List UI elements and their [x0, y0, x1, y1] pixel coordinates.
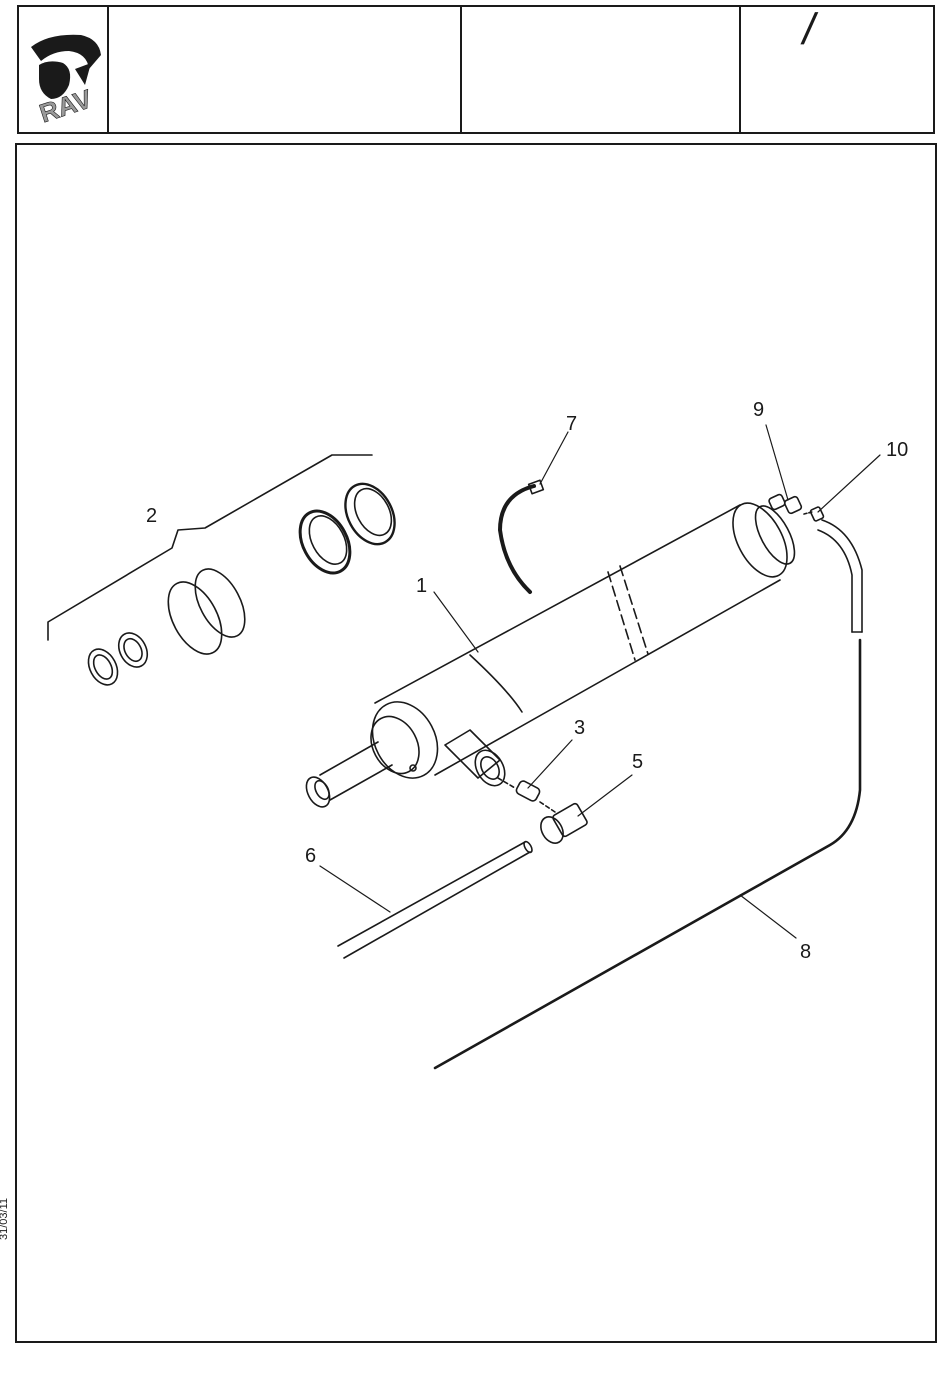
fitting-5: [536, 802, 588, 847]
callout-9: 9: [753, 399, 764, 421]
callout-1: 1: [416, 575, 427, 597]
callout-2: 2: [146, 505, 157, 527]
hose-8: [435, 520, 862, 1068]
callout-10: 10: [886, 439, 908, 461]
cable-tie-7: [500, 480, 543, 592]
callout-7: 7: [566, 413, 577, 435]
seal-kit-parts: [83, 475, 405, 689]
side-port: [445, 730, 511, 791]
callout-5: 5: [632, 751, 643, 773]
tube-6: [338, 840, 534, 958]
callout-3: 3: [574, 717, 585, 739]
callout-numbers: 1 2 3 5 6 7 8 9 10: [146, 399, 908, 963]
cylinder-barrel: [360, 494, 803, 789]
callout-6: 6: [305, 845, 316, 867]
callout-8: 8: [800, 941, 811, 963]
seal-kit-bracket: [48, 455, 372, 640]
